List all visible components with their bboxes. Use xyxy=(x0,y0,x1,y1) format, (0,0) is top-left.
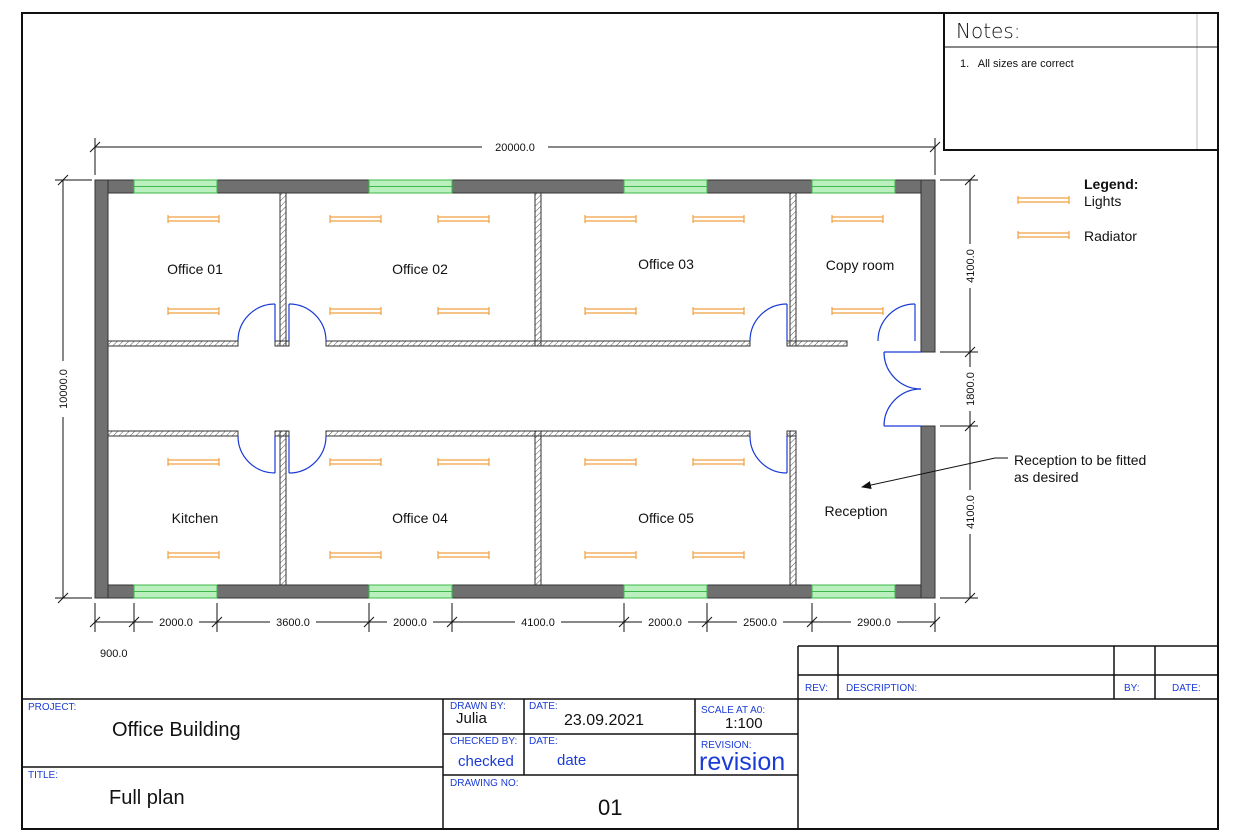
checked-by-label: CHECKED BY: xyxy=(450,736,517,747)
drawing-title: Full plan xyxy=(109,787,185,809)
scale-label: SCALE AT A0: xyxy=(701,705,765,716)
outer-wall-top xyxy=(94,179,936,194)
room-label-kitchen: Kitchen xyxy=(172,510,219,526)
project-label: PROJECT: xyxy=(28,702,76,713)
notes-box: Notes: 1. All sizes are correct xyxy=(943,12,1219,151)
legend-title: Legend: xyxy=(1084,176,1138,192)
date2-value: date xyxy=(557,752,586,769)
revision-description-header: DESCRIPTION: xyxy=(846,683,917,694)
dim-bottom-5: 2000.0 xyxy=(648,617,682,629)
dim-right-top: 4100.0 xyxy=(965,249,977,283)
revision-rev-header: REV: xyxy=(805,683,828,694)
outer-wall-right-upper xyxy=(920,179,936,353)
title-block xyxy=(22,698,1218,829)
floor-plan: Office 01 Office 02 Office 03 Copy room … xyxy=(94,179,1146,599)
dim-bottom-2: 3600.0 xyxy=(276,617,310,629)
room-label-reception: Reception xyxy=(824,503,887,519)
fixtures xyxy=(167,215,884,559)
project-name: Office Building xyxy=(112,719,241,741)
dim-bottom-3: 2000.0 xyxy=(393,617,427,629)
checked-by-value: checked xyxy=(458,753,514,770)
scale-value: 1:100 xyxy=(725,715,763,732)
drawing-no-value: 01 xyxy=(598,795,622,820)
outer-wall-right-lower xyxy=(920,425,936,599)
dim-bottom-1: 2000.0 xyxy=(159,617,193,629)
interior-walls xyxy=(107,192,848,586)
revision-table xyxy=(797,645,1218,829)
room-label-copy-room: Copy room xyxy=(826,257,894,273)
reception-annotation: Reception to be fitted as desired xyxy=(861,452,1146,489)
dim-bottom-6: 2500.0 xyxy=(743,617,777,629)
legend-lights-label: Lights xyxy=(1084,193,1121,209)
doors xyxy=(237,303,922,474)
notes-item: 1. All sizes are correct xyxy=(960,58,1074,70)
room-label-office-05: Office 05 xyxy=(638,510,694,526)
notes-title: Notes: xyxy=(956,19,1021,43)
dim-bottom-first: 900.0 xyxy=(100,648,128,660)
drawn-by-label: DRAWN BY: xyxy=(450,701,506,712)
annotation-line-2: as desired xyxy=(1014,469,1079,485)
outer-wall-bottom xyxy=(94,584,936,599)
dim-overall-height: 10000.0 xyxy=(58,369,70,409)
revision-value: revision xyxy=(699,748,785,776)
outer-wall-left xyxy=(94,179,109,599)
room-label-office-02: Office 02 xyxy=(392,261,448,277)
room-label-office-04: Office 04 xyxy=(392,510,448,526)
date-label: DATE: xyxy=(529,701,558,712)
room-label-office-01: Office 01 xyxy=(167,261,223,277)
room-label-office-03: Office 03 xyxy=(638,256,694,272)
drawn-by-value: Julia xyxy=(456,710,488,727)
dim-overall-width: 20000.0 xyxy=(495,142,535,154)
annotation-line-1: Reception to be fitted xyxy=(1014,452,1146,468)
dim-right-middle: 1800.0 xyxy=(965,372,977,406)
drawing-no-label: DRAWING NO: xyxy=(450,778,519,789)
legend-lights-icon xyxy=(1017,196,1070,204)
dimension-lines xyxy=(55,138,978,632)
revision-by-header: BY: xyxy=(1124,683,1140,694)
legend-radiator-label: Radiator xyxy=(1084,228,1137,244)
sheet-border xyxy=(21,12,1219,830)
revision-label: REVISION: xyxy=(701,740,752,751)
title-label: TITLE: xyxy=(28,770,58,781)
revision-date-header: DATE: xyxy=(1172,683,1201,694)
legend-radiator-icon xyxy=(1017,231,1070,239)
dim-bottom-7: 2900.0 xyxy=(857,617,891,629)
legend: Legend: Lights Radiator xyxy=(1017,176,1138,244)
dim-right-bottom: 4100.0 xyxy=(965,495,977,529)
date-value: 23.09.2021 xyxy=(564,712,644,729)
dim-bottom-4: 4100.0 xyxy=(521,617,555,629)
date2-label: DATE: xyxy=(529,736,558,747)
dimension-labels: 20000.0 10000.0 4100.0 1800.0 4100.0 200… xyxy=(57,140,978,660)
